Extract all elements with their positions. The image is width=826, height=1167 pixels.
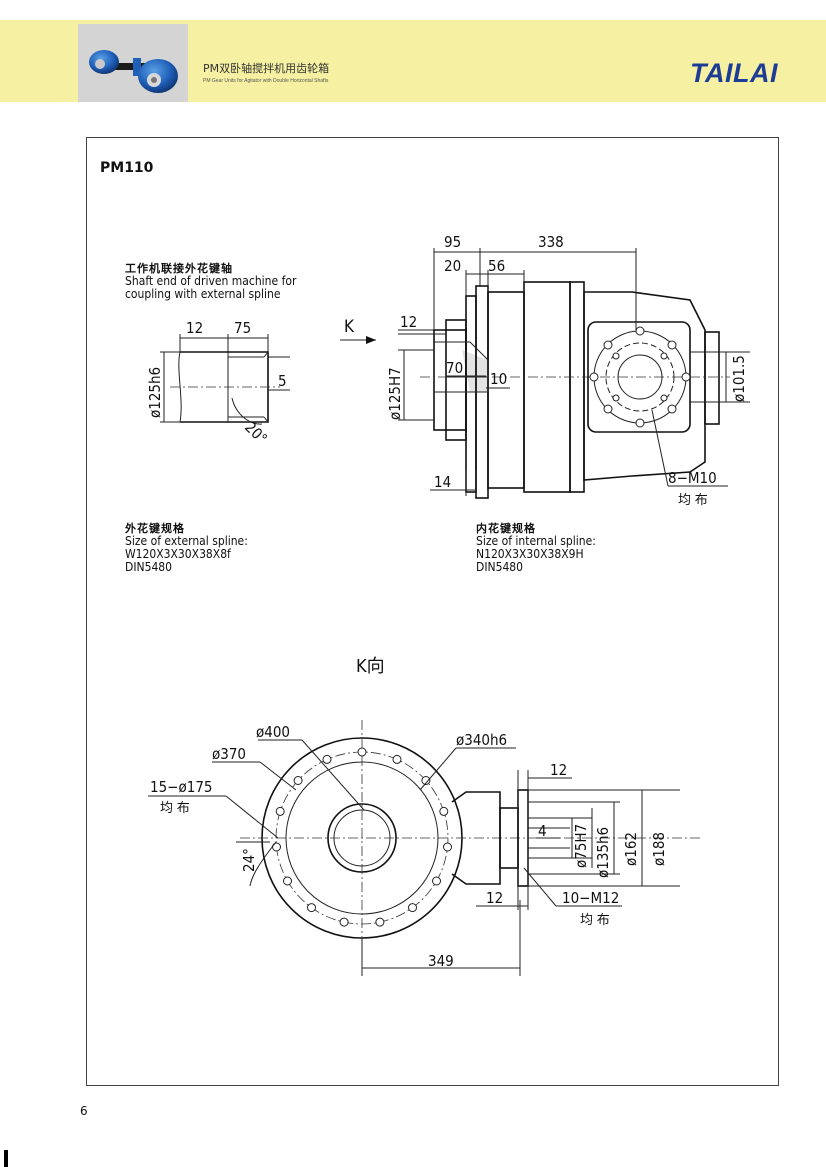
k-holes-175: 15−ø175 xyxy=(150,778,212,796)
k-dia-162: ø162 xyxy=(622,832,640,866)
page-number: 6 xyxy=(80,1104,88,1118)
int-spline-zh: 内花键规格 xyxy=(476,522,536,535)
side-dim-338: 338 xyxy=(538,233,564,251)
k-holes-175-even: 均 布 xyxy=(160,801,190,816)
side-dim-14: 14 xyxy=(434,473,451,491)
gearbox-product-image xyxy=(89,50,178,93)
bolt-hole xyxy=(307,903,316,913)
model-title: PM110 xyxy=(100,160,154,176)
shaft-end-note: 工作机联接外花键轴 Shaft end of driven machine fo… xyxy=(125,262,296,301)
k-dim-12-bottom: 12 xyxy=(486,889,503,907)
side-dim-56: 56 xyxy=(488,257,505,275)
side-dia-125H7: ø125H7 xyxy=(386,367,404,420)
bolt-hole xyxy=(432,876,441,886)
shaft-end-en-1: Shaft end of driven machine for xyxy=(125,274,297,288)
internal-spline-note: 内花键规格 Size of internal spline: N120X3X30… xyxy=(476,522,596,574)
ext-spline-spec: W120X3X30X38X8f xyxy=(125,547,231,561)
k-dim-12-top: 12 xyxy=(550,761,567,779)
header-title: PM双卧轴搅拌机用齿轮箱 xyxy=(203,62,330,75)
side-dim-20: 20 xyxy=(444,257,461,275)
side-dim-10: 10 xyxy=(490,370,507,388)
k-holes-m12: 10−M12 xyxy=(562,889,619,907)
k-dia-370: ø370 xyxy=(212,745,246,763)
k-angle-24: 24° xyxy=(240,848,258,872)
bolt-hole xyxy=(293,776,303,785)
shaft-dim-12: 12 xyxy=(186,319,203,337)
ext-spline-std: DIN5480 xyxy=(125,560,173,574)
k-dia-75H7: ø75H7 xyxy=(572,824,590,868)
bolt-hole xyxy=(357,747,367,757)
shaft-end-en-2: coupling with external spline xyxy=(125,287,281,301)
shaft-dim-5: 5 xyxy=(278,372,287,390)
side-dim-12: 12 xyxy=(400,313,417,331)
shaft-end-detail: 12 75 5 ø125h6 20° xyxy=(146,319,290,448)
bolt-hole xyxy=(421,776,431,785)
k-view-arrow: K xyxy=(340,317,376,344)
k-dim-349: 349 xyxy=(428,952,454,970)
k-dia-340h6: ø340h6 xyxy=(456,731,507,749)
bolt-hole xyxy=(339,917,349,927)
side-holes-even: 均 布 xyxy=(678,493,708,508)
k-arrow-label: K xyxy=(344,317,355,337)
bolt-hole-ring xyxy=(272,747,452,927)
bolt-hole xyxy=(408,903,417,913)
bolt-hole xyxy=(375,917,385,927)
shaft-end-zh: 工作机联接外花键轴 xyxy=(125,262,233,275)
side-dia-101-5: ø101.5 xyxy=(730,355,748,402)
k-dim-4: 4 xyxy=(538,822,547,840)
shaft-dim-75: 75 xyxy=(234,319,251,337)
k-dia-135h6: ø135h6 xyxy=(594,827,612,878)
bolt-hole xyxy=(439,806,449,816)
k-view-label: K向 xyxy=(356,656,385,677)
int-spline-std: DIN5480 xyxy=(476,560,524,574)
brand-logo: TAILAI xyxy=(690,58,778,88)
bolt-hole xyxy=(392,754,402,764)
k-dia-188: ø188 xyxy=(650,832,668,866)
k-holes-m12-even: 均 布 xyxy=(580,913,610,928)
bolt-hole xyxy=(322,754,332,764)
product-photo xyxy=(78,24,188,102)
edge-mark xyxy=(4,1150,8,1167)
side-holes-m10: 8−M10 xyxy=(668,469,717,487)
ext-spline-en: Size of external spline: xyxy=(125,534,248,548)
k-view: ø400 ø370 ø340h6 15−ø175 均 布 24° 12 4 ø7… xyxy=(148,720,700,976)
side-dim-95: 95 xyxy=(444,233,461,251)
bolt-hole xyxy=(283,876,292,886)
drawing-frame xyxy=(86,137,779,1086)
bolt-hole xyxy=(275,806,285,816)
k-dia-400: ø400 xyxy=(256,723,290,741)
header-subtitle: PM Gear Units for Agitator with Double H… xyxy=(203,78,329,84)
shaft-dia-125h6: ø125h6 xyxy=(146,367,164,418)
side-dim-70: 70 xyxy=(446,359,463,377)
int-spline-en: Size of internal spline: xyxy=(476,534,596,548)
ext-spline-zh: 外花键规格 xyxy=(125,522,185,535)
external-spline-note: 外花键规格 Size of external spline: W120X3X30… xyxy=(125,522,248,574)
int-spline-spec: N120X3X30X38X9H xyxy=(476,547,584,561)
bolt-hole xyxy=(443,842,452,852)
side-view: 95 338 20 56 12 70 10 14 ø125H7 ø101.5 8… xyxy=(386,233,750,508)
